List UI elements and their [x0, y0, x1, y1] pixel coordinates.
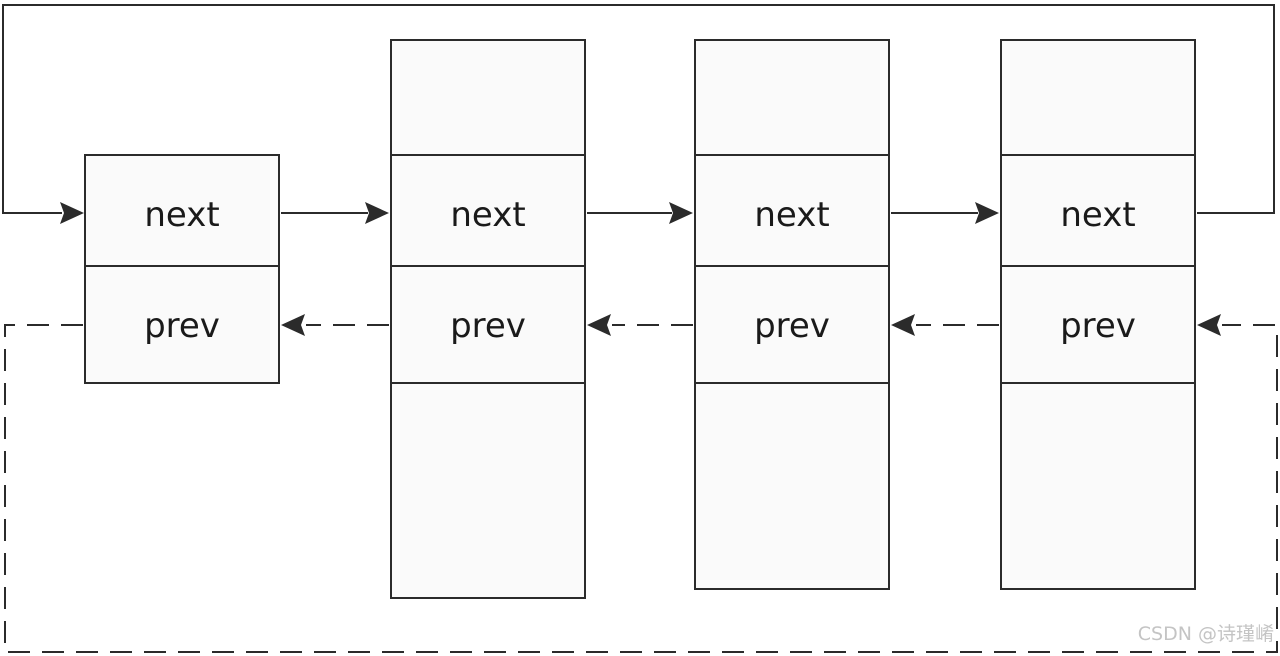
node-2-next-label: next [450, 195, 525, 235]
node-4-prev-label: prev [1060, 306, 1136, 346]
next-wraparound-4-to-1 [2, 4, 1275, 214]
list-node-2: next prev [390, 39, 586, 599]
list-node-4: next prev [1000, 39, 1196, 590]
node-4-box [1000, 39, 1196, 590]
next-arrowhead-1-to-2 [365, 202, 389, 224]
next-pointers [2, 4, 1275, 224]
node-1-next-label: next [144, 195, 219, 235]
prev-arrowhead-4-to-3 [891, 314, 915, 336]
list-node-1: next prev [84, 154, 280, 384]
node-3-box [694, 39, 890, 590]
next-arrowhead-2-to-3 [669, 202, 693, 224]
prev-wraparound-1-to-4 [4, 324, 1278, 653]
node-3-next-label: next [754, 195, 829, 235]
next-arrowhead-4-to-1 [60, 202, 84, 224]
next-arrowhead-3-to-4 [975, 202, 999, 224]
prev-arrowhead-2-to-1 [281, 314, 305, 336]
node-4-next-label: next [1060, 195, 1135, 235]
list-node-3: next prev [694, 39, 890, 590]
prev-pointers [4, 314, 1278, 653]
prev-arrowhead-1-to-4 [1197, 314, 1221, 336]
node-3-prev-label: prev [754, 306, 830, 346]
node-2-box [390, 39, 586, 599]
watermark-text: CSDN @诗瑾崤 [1137, 623, 1274, 645]
node-1-prev-label: prev [144, 306, 220, 346]
node-2-prev-label: prev [450, 306, 526, 346]
node-1-box [84, 154, 280, 384]
prev-arrowhead-3-to-2 [587, 314, 611, 336]
